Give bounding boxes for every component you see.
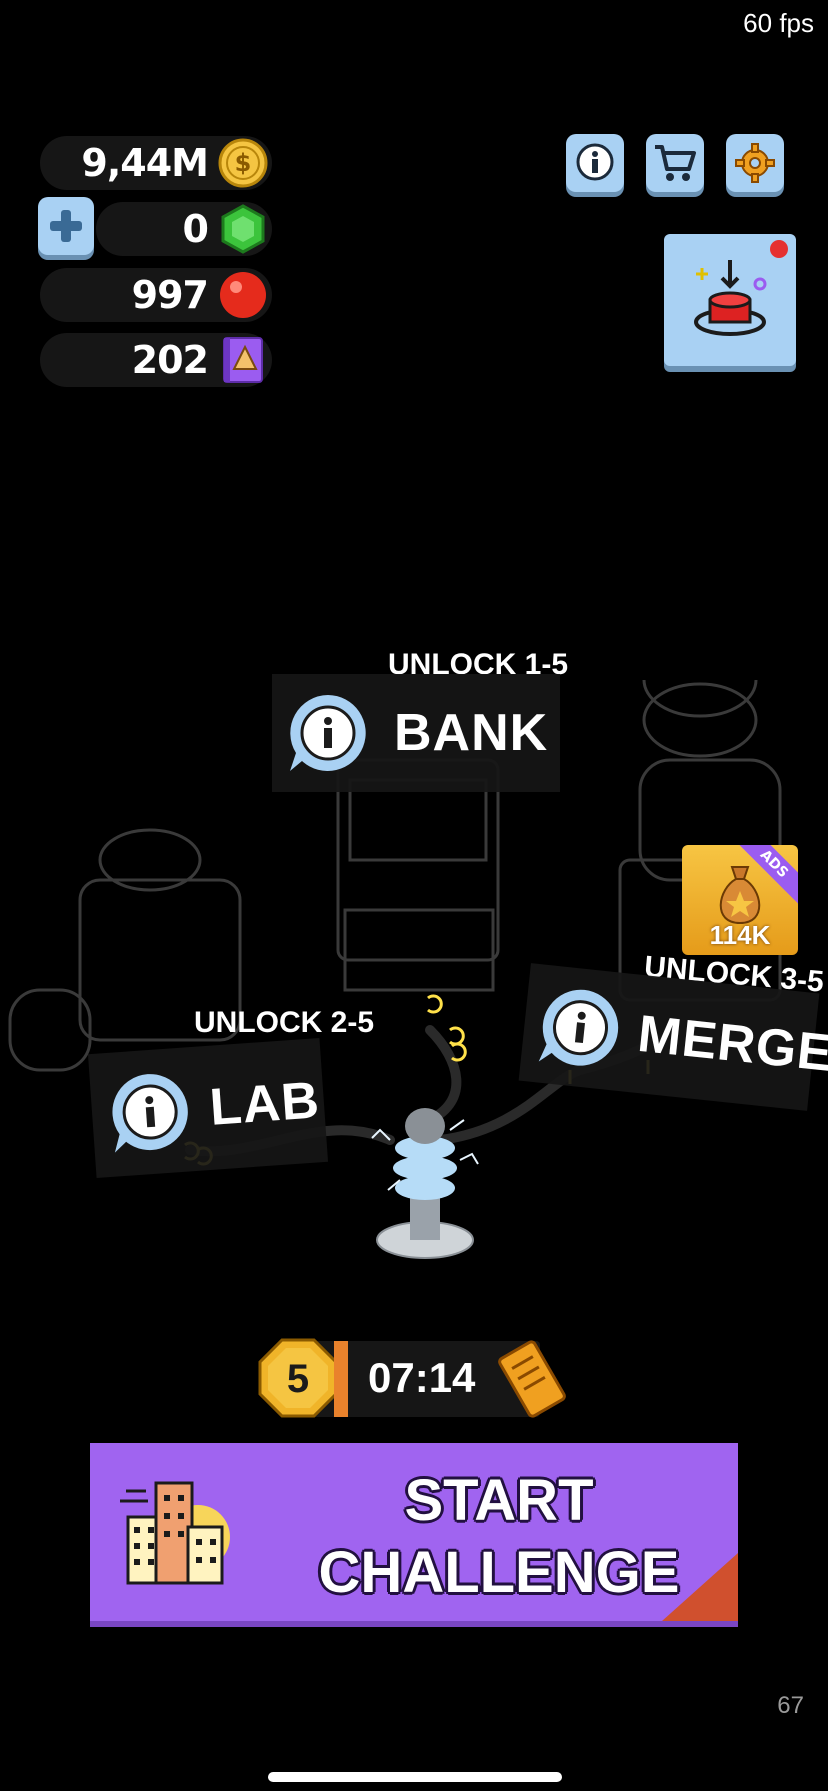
tesla-tower-icon <box>371 1108 479 1259</box>
coins-counter: 9,44M $ <box>40 136 272 190</box>
corner-decoration <box>662 1553 738 1621</box>
button-press-icon <box>694 260 767 336</box>
level-badge-tail <box>334 1341 348 1417</box>
start-label-line2: CHALLENGE <box>318 1540 680 1605</box>
lab-name: LAB <box>207 1071 322 1137</box>
page-number: 67 <box>777 1692 804 1719</box>
merge-building[interactable]: MERGE <box>518 963 828 1111</box>
ads-reward-card[interactable]: ADS 114K <box>682 845 798 955</box>
coins-value: 9,44M <box>81 141 209 185</box>
gems-value: 0 <box>182 207 209 251</box>
ads-reward-amount: 114K <box>709 920 771 950</box>
money-bag-icon <box>719 866 761 925</box>
gear-icon <box>735 143 775 183</box>
lab-info-icon[interactable] <box>105 1067 195 1157</box>
city-buildings-icon <box>120 1481 230 1585</box>
challenge-timer: 07:14 <box>368 1354 476 1401</box>
cart-icon <box>655 145 696 181</box>
coin-icon: $ <box>218 138 268 188</box>
add-gems-button[interactable] <box>38 197 94 255</box>
start-challenge-label: START CHALLENGE <box>280 1465 718 1609</box>
bank-name: BANK <box>394 704 549 762</box>
merge-name: MERGE <box>635 1004 828 1084</box>
ticket-icon <box>498 1340 566 1418</box>
settings-button[interactable] <box>726 134 784 192</box>
start-challenge-button[interactable]: START CHALLENGE <box>90 1443 738 1621</box>
book-icon <box>223 337 263 383</box>
level-number: 5 <box>287 1357 309 1401</box>
red-orb-icon <box>220 272 266 318</box>
gem-icon <box>221 204 265 254</box>
level-badge: 5 <box>258 1338 338 1418</box>
bank-info-icon[interactable] <box>286 691 370 775</box>
notification-dot <box>770 240 788 258</box>
info-icon <box>576 143 614 181</box>
books-value: 202 <box>131 338 209 382</box>
fps-counter: 60 fps <box>743 8 814 38</box>
orbs-counter: 997 <box>40 268 272 322</box>
orbs-value: 997 <box>131 273 209 317</box>
auto-collect-button[interactable] <box>664 234 796 366</box>
info-button[interactable] <box>566 134 624 192</box>
plus-icon <box>50 210 82 242</box>
merge-info-icon[interactable] <box>534 982 626 1074</box>
svg-text:$: $ <box>235 149 252 177</box>
gems-counter: 0 <box>96 202 272 256</box>
bank-building[interactable]: BANK <box>272 674 560 792</box>
start-label-line1: START <box>404 1468 594 1533</box>
books-counter: 202 <box>40 333 272 387</box>
home-indicator[interactable] <box>268 1772 562 1782</box>
lab-unlock-text: UNLOCK 2-5 <box>194 1006 375 1039</box>
lab-building[interactable]: LAB <box>87 1038 329 1178</box>
shop-button[interactable] <box>646 134 704 192</box>
